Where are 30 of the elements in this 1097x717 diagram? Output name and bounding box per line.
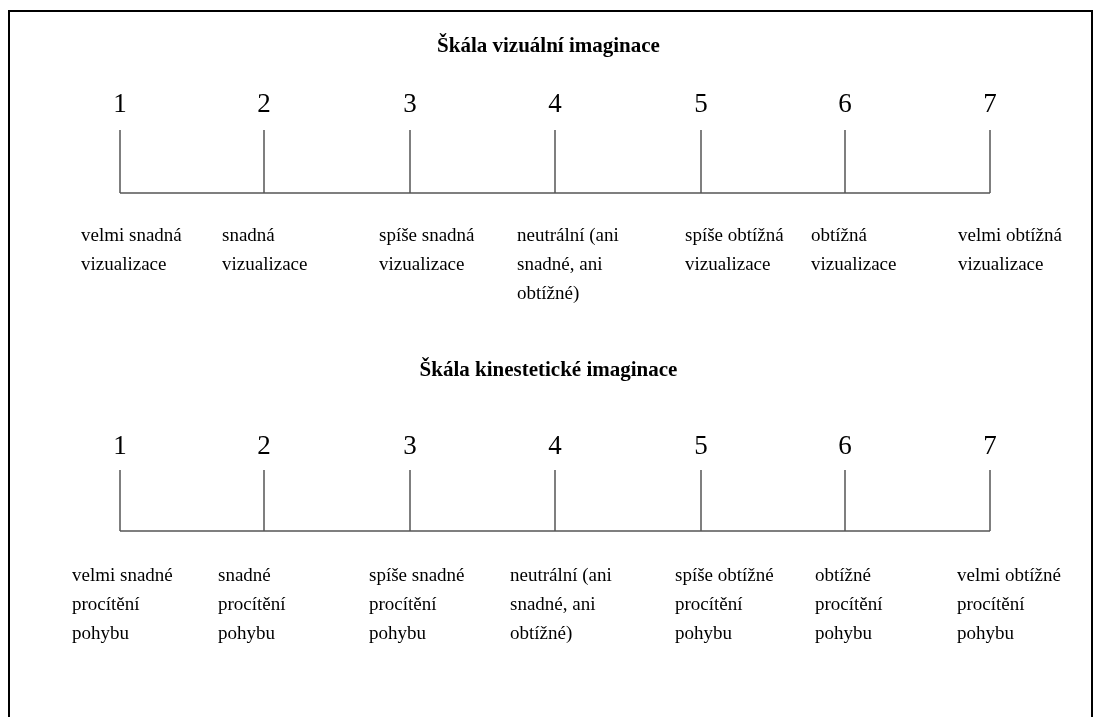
scale-number: 3 [403, 432, 417, 459]
scale-point-label: obtížná vizualizace [811, 223, 898, 276]
scale-number: 2 [257, 90, 271, 117]
scale-number: 6 [838, 90, 852, 117]
scale-title: Škála vizuální imaginace [437, 32, 660, 59]
scale-number: 7 [983, 432, 997, 459]
scale-point-label: velmi snadná vizualizace [81, 223, 183, 276]
scale-number: 1 [113, 90, 127, 117]
scale-point-label: spíše obtížné procítění pohybu [675, 563, 775, 645]
scale-point-label: spíše obtížná vizualizace [685, 223, 785, 276]
scale-point-label: spíše snadná vizualizace [379, 223, 476, 276]
scale-point-label: snadné procítění pohybu [218, 563, 287, 645]
scale-number: 5 [694, 432, 708, 459]
scale-number: 5 [694, 90, 708, 117]
scale-point-label: velmi snadné procítění pohybu [72, 563, 174, 645]
scale-number: 4 [548, 90, 562, 117]
scale-point-label: obtížné procítění pohybu [815, 563, 884, 645]
scale-number: 4 [548, 432, 562, 459]
scale-point-label: velmi obtížná vizualizace [958, 223, 1063, 276]
scale-point-label: snadná vizualizace [222, 223, 309, 276]
scale-number: 1 [113, 432, 127, 459]
scale-number: 2 [257, 432, 271, 459]
scale-number: 6 [838, 432, 852, 459]
scale-number: 3 [403, 90, 417, 117]
scale-point-label: neutrální (ani snadné, ani obtížné) [510, 563, 613, 645]
scale-number: 7 [983, 90, 997, 117]
scale-title: Škála kinestetické imaginace [419, 356, 678, 383]
scale-point-label: neutrální (ani snadné, ani obtížné) [517, 223, 620, 305]
scale-point-label: velmi obtížné procítění pohybu [957, 563, 1062, 645]
scale-point-label: spíše snadné procítění pohybu [369, 563, 466, 645]
